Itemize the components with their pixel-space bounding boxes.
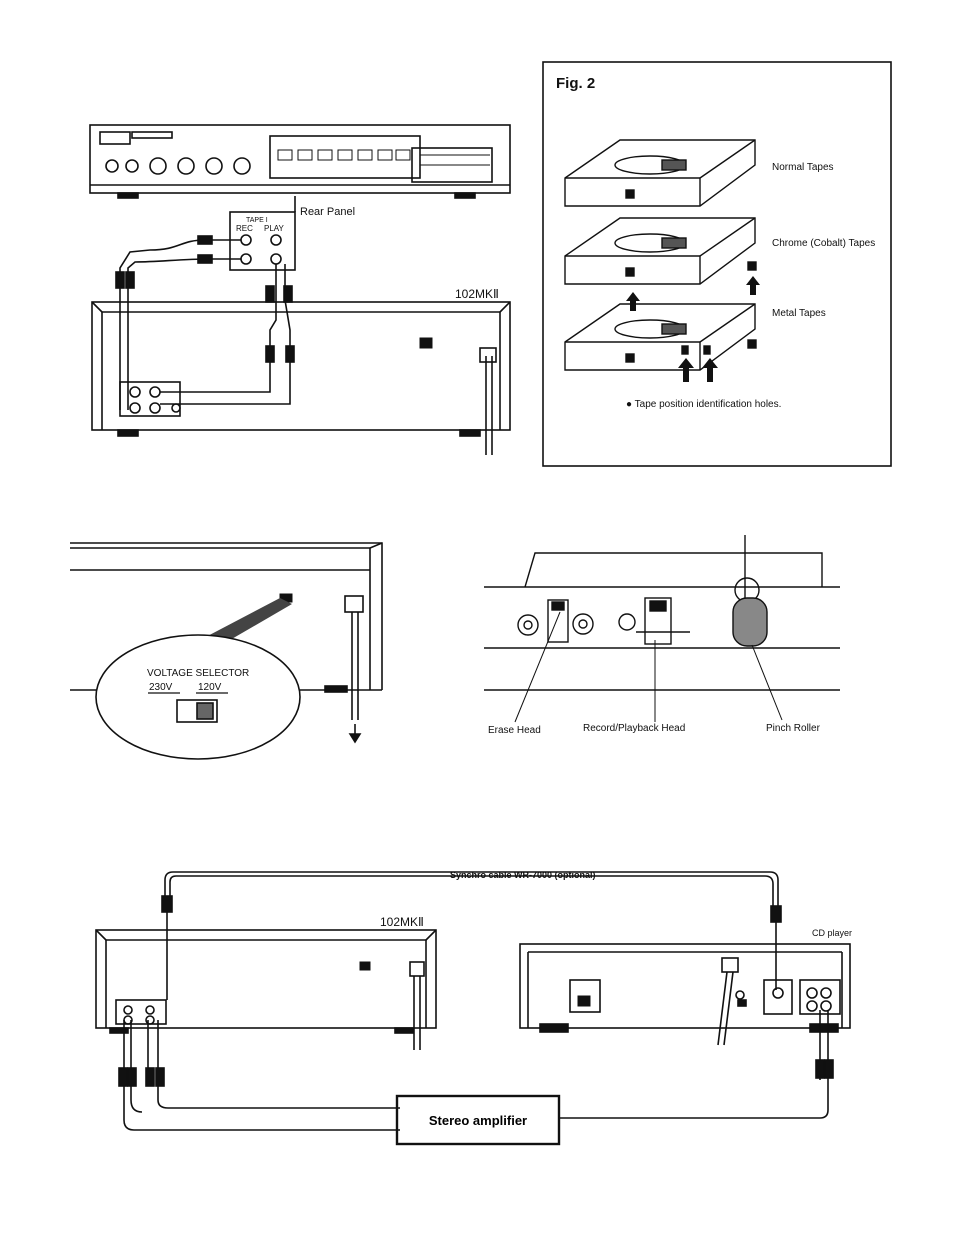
knob-icon xyxy=(178,158,194,174)
rear-panel-label: Rear Panel xyxy=(300,206,355,218)
knob-icon xyxy=(234,158,250,174)
metal-tapes-label: Metal Tapes xyxy=(772,308,826,319)
pinch-roller-icon xyxy=(733,598,767,646)
voltage-230v-label: 230V xyxy=(149,682,173,693)
rec-label: REC xyxy=(236,224,253,233)
voltage-selector-diagram xyxy=(70,543,382,759)
voltage-120v-label: 120V xyxy=(198,682,222,693)
synchro-connection-diagram xyxy=(96,872,850,1144)
cd-player-label: CD player xyxy=(812,928,852,938)
synchro-cable-label: Synchro cable WR-7000 (optional) xyxy=(450,870,596,880)
chrome-tapes-label: Chrome (Cobalt) Tapes xyxy=(772,238,875,249)
play-label: PLAY xyxy=(264,224,285,233)
deck-model-label: 102MKⅡ xyxy=(455,287,499,301)
pinch-roller-label: Pinch Roller xyxy=(766,723,821,734)
deck-model-label-synchro: 102MKⅡ xyxy=(380,915,424,929)
knob-icon xyxy=(150,158,166,174)
tape-jack-label: TAPE I xyxy=(246,217,268,224)
knob-icon xyxy=(126,160,138,172)
stereo-amplifier-label: Stereo amplifier xyxy=(429,1113,527,1128)
identification-holes-note: ● Tape position identification holes. xyxy=(626,399,781,410)
knob-icon xyxy=(206,158,222,174)
record-playback-head-label: Record/Playback Head xyxy=(583,723,685,734)
voltage-selector-title: VOLTAGE SELECTOR xyxy=(147,668,249,679)
fig1-connection-diagram xyxy=(90,125,510,455)
knob-icon xyxy=(106,160,118,172)
normal-tapes-label: Normal Tapes xyxy=(772,162,834,173)
deck-rear-panel xyxy=(92,302,510,430)
erase-head-label: Erase Head xyxy=(488,725,541,736)
tape-heads-diagram xyxy=(484,535,840,722)
fig2-title: Fig. 2 xyxy=(556,75,595,92)
